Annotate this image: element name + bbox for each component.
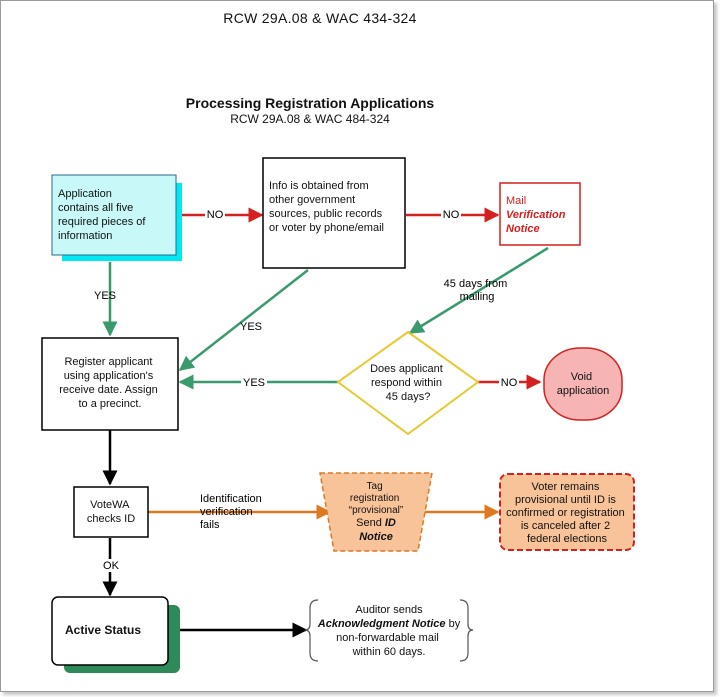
- svg-text:Voter remains provisiona: Voter remains provisional until ID is co…: [506, 481, 628, 545]
- svg-text:VoteWA checks ID: VoteWA checks ID: [87, 499, 135, 525]
- edge-45-days: [408, 246, 549, 335]
- svg-text:Acknowledgment Notice by: Acknowledgment Notice by: [317, 618, 461, 630]
- svg-text:Application contains all: Application contains all five required p…: [58, 188, 149, 242]
- edge-label-no-2: NO: [443, 209, 460, 221]
- node-votewa-checks-id: VoteWA checks ID: [73, 486, 149, 538]
- node-mail-verification: Mail Verification Notice: [499, 182, 581, 246]
- svg-text:Info is obtained from ot: Info is obtained from other government s…: [269, 180, 385, 234]
- node-decision-respond: Does applicant respond within 45 days?: [336, 330, 480, 436]
- chart-title: Processing Registration Applications: [185, 95, 435, 111]
- node-register-applicant: Register applicant using application's r…: [41, 337, 179, 431]
- edge-label-ok: OK: [103, 560, 120, 572]
- svg-text:Notice: Notice: [359, 531, 393, 543]
- svg-text:Send ID: Send ID: [356, 517, 396, 529]
- edge-yes-diagonal: [178, 269, 309, 371]
- node-voter-provisional: Voter remains provisional until ID is co…: [499, 473, 635, 551]
- svg-text:Void application: Void application: [557, 371, 610, 397]
- svg-text:non-forwardable mail wit: non-forwardable mail within 60 days.: [336, 632, 442, 658]
- document-title: RCW 29A.08 & WAC 434-324: [223, 10, 417, 26]
- svg-text:Tag registration “: Tag registration “provisional”: [349, 481, 403, 516]
- edge-label-no-3: NO: [501, 377, 518, 389]
- node-void-application: Void application: [543, 347, 623, 421]
- svg-text:Active Status: Active Status: [65, 623, 141, 637]
- edge-label-45-days: 45 days from mailing: [444, 278, 511, 303]
- svg-text:Does applicant respond w: Does applicant respond within 45 days?: [370, 363, 446, 403]
- node-info-obtained: Info is obtained from other government s…: [262, 157, 406, 269]
- edge-label-yes-diagonal: YES: [240, 321, 262, 333]
- node-auditor-sends: Auditor sends Acknowledgment Notice by n…: [304, 599, 474, 662]
- edge-label-id-fails: Identification verification fails: [200, 493, 265, 531]
- svg-text:Auditor sends: Auditor sends: [355, 604, 423, 616]
- chart-subtitle: RCW 29A.08 & WAC 484-324: [230, 112, 390, 126]
- svg-text:Mail Verification: Mail Verification Notice: [506, 195, 569, 235]
- edge-label-yes-left: YES: [243, 377, 265, 389]
- edge-label-yes-down: YES: [94, 290, 116, 302]
- node-tag-provisional: Tag registration “provisional” Send ID N…: [319, 472, 433, 552]
- svg-text:Register applicant using: Register applicant using application's r…: [59, 356, 161, 410]
- node-active-status: Active Status: [51, 596, 180, 673]
- edge-label-no-1: NO: [207, 209, 224, 221]
- node-application: Application contains all five required p…: [51, 174, 182, 261]
